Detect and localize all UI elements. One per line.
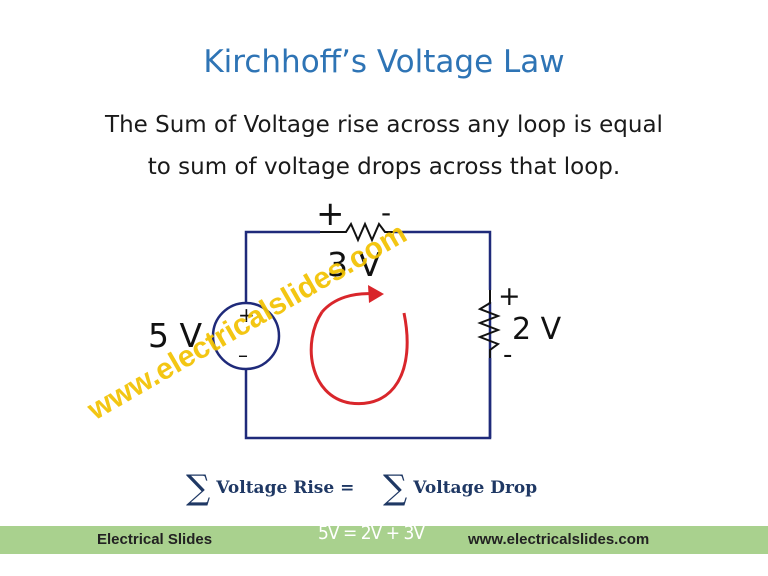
slide-title: Kirchhoff’s Voltage Law	[203, 44, 565, 80]
wire-top-right	[394, 230, 492, 290]
loop-arrowhead	[368, 285, 384, 303]
top-minus-sign: -	[381, 196, 391, 229]
wire-bottom	[244, 302, 492, 440]
right-plus-sign: +	[498, 281, 521, 312]
right-voltage-label: 2 V	[512, 312, 562, 347]
voltage-source	[211, 301, 281, 371]
top-voltage-label: 3 V	[327, 245, 381, 284]
loop-arrow-head-line	[320, 292, 377, 314]
kvl-statement: The Sum of Voltage rise across any loop …	[0, 104, 768, 188]
top-plus-sign: +	[316, 194, 345, 234]
resistor-3v	[320, 221, 394, 243]
equation-left: ∑ Voltage Rise =	[186, 468, 354, 508]
source-minus-sign: –	[238, 343, 248, 367]
wire-top-left	[244, 230, 320, 303]
equation-voltage-drop: Voltage Drop	[413, 478, 538, 498]
footer-band: Electrical Slides 5V = 2V + 3V www.elect…	[0, 522, 768, 554]
sigma-symbol-left: ∑	[186, 468, 211, 508]
right-minus-sign: -	[503, 340, 512, 370]
equation-voltage-rise: Voltage Rise =	[216, 478, 355, 498]
footer-website: www.electricalslides.com	[468, 531, 650, 548]
resistor-2v	[477, 290, 501, 358]
source-voltage-label: 5 V	[148, 316, 202, 355]
footer-equation: 5V = 2V + 3V	[318, 522, 425, 544]
footer-brand: Electrical Slides	[97, 531, 213, 548]
equation-right: ∑ Voltage Drop	[383, 468, 537, 508]
statement-line-1: The Sum of Voltage rise across any loop …	[105, 112, 663, 138]
loop-direction-arrow	[309, 311, 409, 406]
statement-line-2: to sum of voltage drops across that loop…	[147, 154, 621, 180]
sigma-symbol-right: ∑	[383, 468, 408, 508]
source-plus-sign: +	[238, 303, 255, 327]
